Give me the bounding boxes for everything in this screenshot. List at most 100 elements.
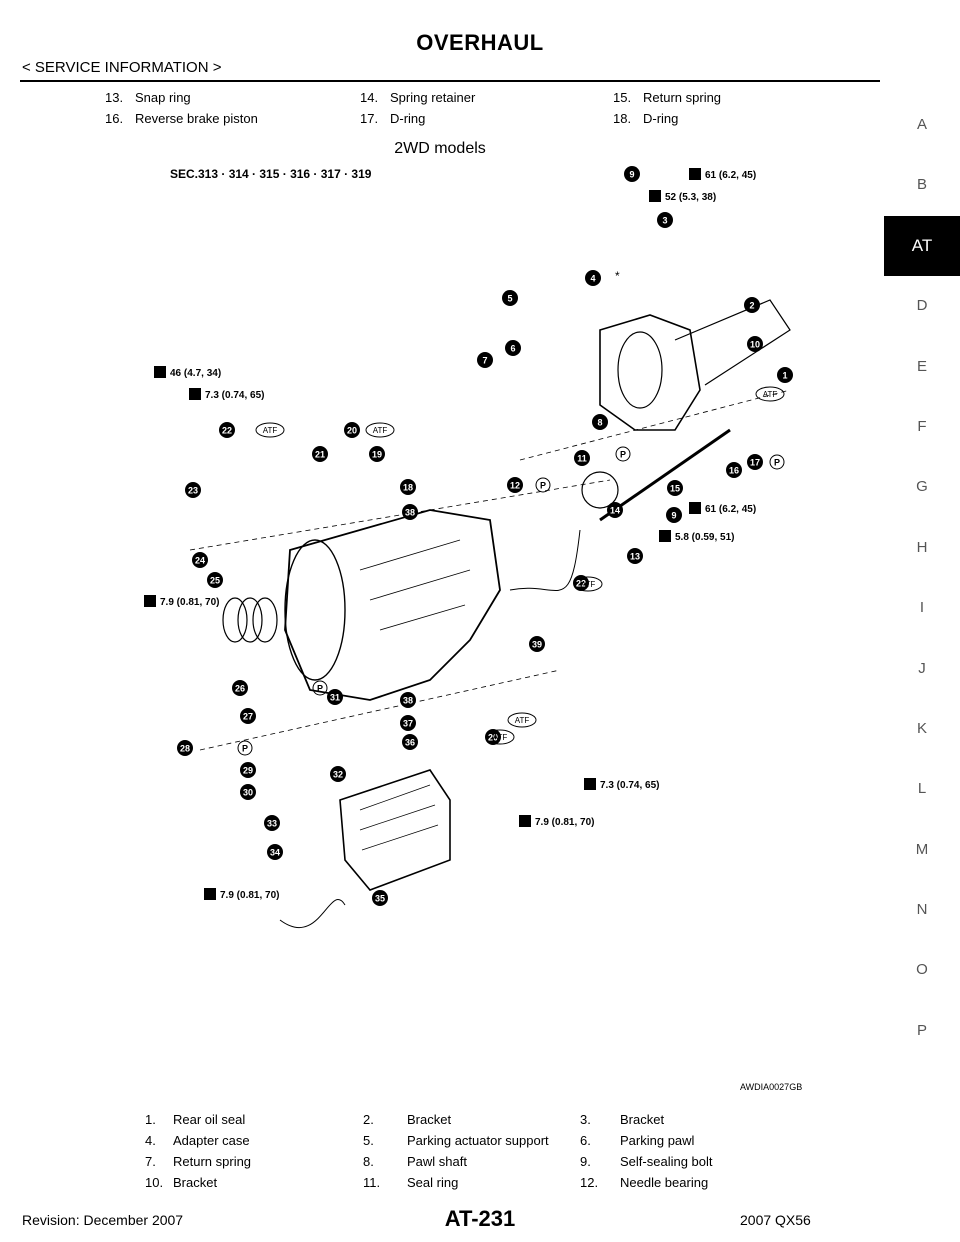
side-tab-l[interactable]: L — [917, 780, 927, 798]
callout-number: 30 — [243, 788, 253, 798]
callout-number: 25 — [210, 576, 220, 586]
side-tab-n[interactable]: N — [916, 901, 928, 919]
torque-label: 7.3 (0.74, 65) — [205, 390, 264, 401]
torque-label: 7.3 (0.74, 65) — [600, 780, 659, 791]
callout-number: 15 — [670, 484, 680, 494]
side-tab-b[interactable]: B — [916, 176, 927, 194]
asterisk-mark: * — [615, 269, 620, 283]
callout-marker — [264, 815, 280, 831]
atf-badge — [755, 386, 785, 402]
torque-label: 5.8 (0.59, 51) — [675, 532, 734, 543]
callout-number: 26 — [235, 684, 245, 694]
part-number: 15. — [613, 90, 632, 105]
sec-label: SEC.313 · 314 · 315 · 316 · 317 · 319 — [170, 167, 372, 181]
petroleum-jelly-label: P — [774, 458, 780, 468]
callout-number: 36 — [405, 738, 415, 748]
torque-wrench-icon — [649, 190, 661, 202]
side-tab-j[interactable]: J — [918, 659, 926, 677]
petroleum-jelly-label: P — [620, 450, 626, 460]
part-name: Parking pawl — [620, 1133, 695, 1148]
callout-marker — [400, 479, 416, 495]
callout-number: 6 — [510, 344, 515, 354]
torque-label: 7.9 (0.81, 70) — [160, 597, 219, 608]
atf-badge — [507, 712, 537, 728]
callout-marker — [573, 575, 589, 591]
atf-badge — [573, 576, 603, 592]
part-name: Reverse brake piston — [135, 111, 258, 126]
side-tab-at[interactable]: AT — [884, 215, 960, 277]
control-valve — [339, 769, 451, 891]
callout-marker — [369, 446, 385, 462]
callout-marker — [624, 166, 640, 182]
callout-number: 4 — [590, 274, 595, 284]
callout-number: 28 — [180, 744, 190, 754]
side-tab-g[interactable]: G — [916, 478, 928, 496]
revision-date: Revision: December 2007 — [22, 1212, 184, 1228]
atf-label: ATF — [763, 390, 778, 399]
petroleum-jelly-badge — [535, 477, 551, 493]
callout-marker — [185, 482, 201, 498]
part-number: 12. — [580, 1175, 599, 1190]
side-tab-i[interactable]: I — [919, 599, 925, 617]
header-rule — [20, 80, 880, 82]
callout-number: 29 — [243, 766, 253, 776]
side-tab-k[interactable]: K — [916, 719, 927, 737]
side-tab-h[interactable]: H — [916, 538, 928, 556]
part-name: Bracket — [173, 1175, 218, 1190]
side-tab-o[interactable]: O — [916, 961, 928, 979]
page-number: AT-231 — [444, 1206, 516, 1231]
callout-marker — [502, 290, 518, 306]
callout-number: 7 — [482, 356, 487, 366]
callout-number: 37 — [403, 719, 413, 729]
torque-wrench-icon — [144, 595, 156, 607]
callout-number: 2 — [749, 301, 754, 311]
side-tab-e[interactable]: E — [916, 357, 927, 375]
part-name: Rear oil seal — [173, 1112, 246, 1127]
callout-marker — [585, 270, 601, 286]
callout-marker — [267, 844, 283, 860]
part-name: Return spring — [643, 90, 722, 105]
callout-number: 33 — [267, 819, 277, 829]
callout-marker — [232, 680, 248, 696]
atf-label: ATF — [515, 716, 530, 725]
part-number: 10. — [145, 1175, 164, 1190]
part-name: Snap ring — [135, 90, 191, 105]
callout-number: 3 — [662, 216, 667, 226]
torque-label: 7.9 (0.81, 70) — [535, 817, 594, 828]
callout-marker — [747, 454, 763, 470]
part-number: 9. — [580, 1154, 591, 1169]
petroleum-jelly-label: P — [317, 684, 323, 694]
part-name: Spring retainer — [390, 90, 476, 105]
part-number: 8. — [363, 1154, 374, 1169]
side-tab-d[interactable]: D — [916, 297, 928, 315]
callout-marker — [627, 548, 643, 564]
callout-number: 24 — [195, 556, 205, 566]
atf-label: ATF — [263, 426, 278, 435]
callout-number: 20 — [347, 426, 357, 436]
callout-marker — [312, 446, 328, 462]
part-number: 13. — [105, 90, 124, 105]
callout-marker — [240, 784, 256, 800]
side-tab-index: A B AT D E F G H I J K L M N O P — [884, 95, 960, 1061]
callout-number: 32 — [333, 770, 343, 780]
part-number: 14. — [360, 90, 379, 105]
callout-number: 23 — [188, 486, 198, 496]
callout-number: 39 — [532, 640, 542, 650]
callout-marker — [177, 740, 193, 756]
part-name: Return spring — [173, 1154, 252, 1169]
torque-wrench-icon — [204, 888, 216, 900]
diagram-subheading: 2WD models — [394, 140, 486, 157]
callout-number: 10 — [750, 340, 760, 350]
side-tab-m[interactable]: M — [915, 840, 929, 858]
figure-reference-code: AWDIA0027GB — [740, 1082, 803, 1092]
side-tab-p[interactable]: P — [916, 1021, 927, 1039]
section-label: < SERVICE INFORMATION > — [22, 59, 222, 76]
callout-marker — [667, 480, 683, 496]
side-tab-f[interactable]: F — [917, 417, 927, 435]
callout-number: 1 — [782, 371, 787, 381]
part-number: 4. — [145, 1133, 156, 1148]
callout-marker — [402, 504, 418, 520]
page-title: OVERHAUL — [416, 30, 544, 55]
side-tab-a[interactable]: A — [916, 116, 927, 133]
callout-number: 22 — [222, 426, 232, 436]
